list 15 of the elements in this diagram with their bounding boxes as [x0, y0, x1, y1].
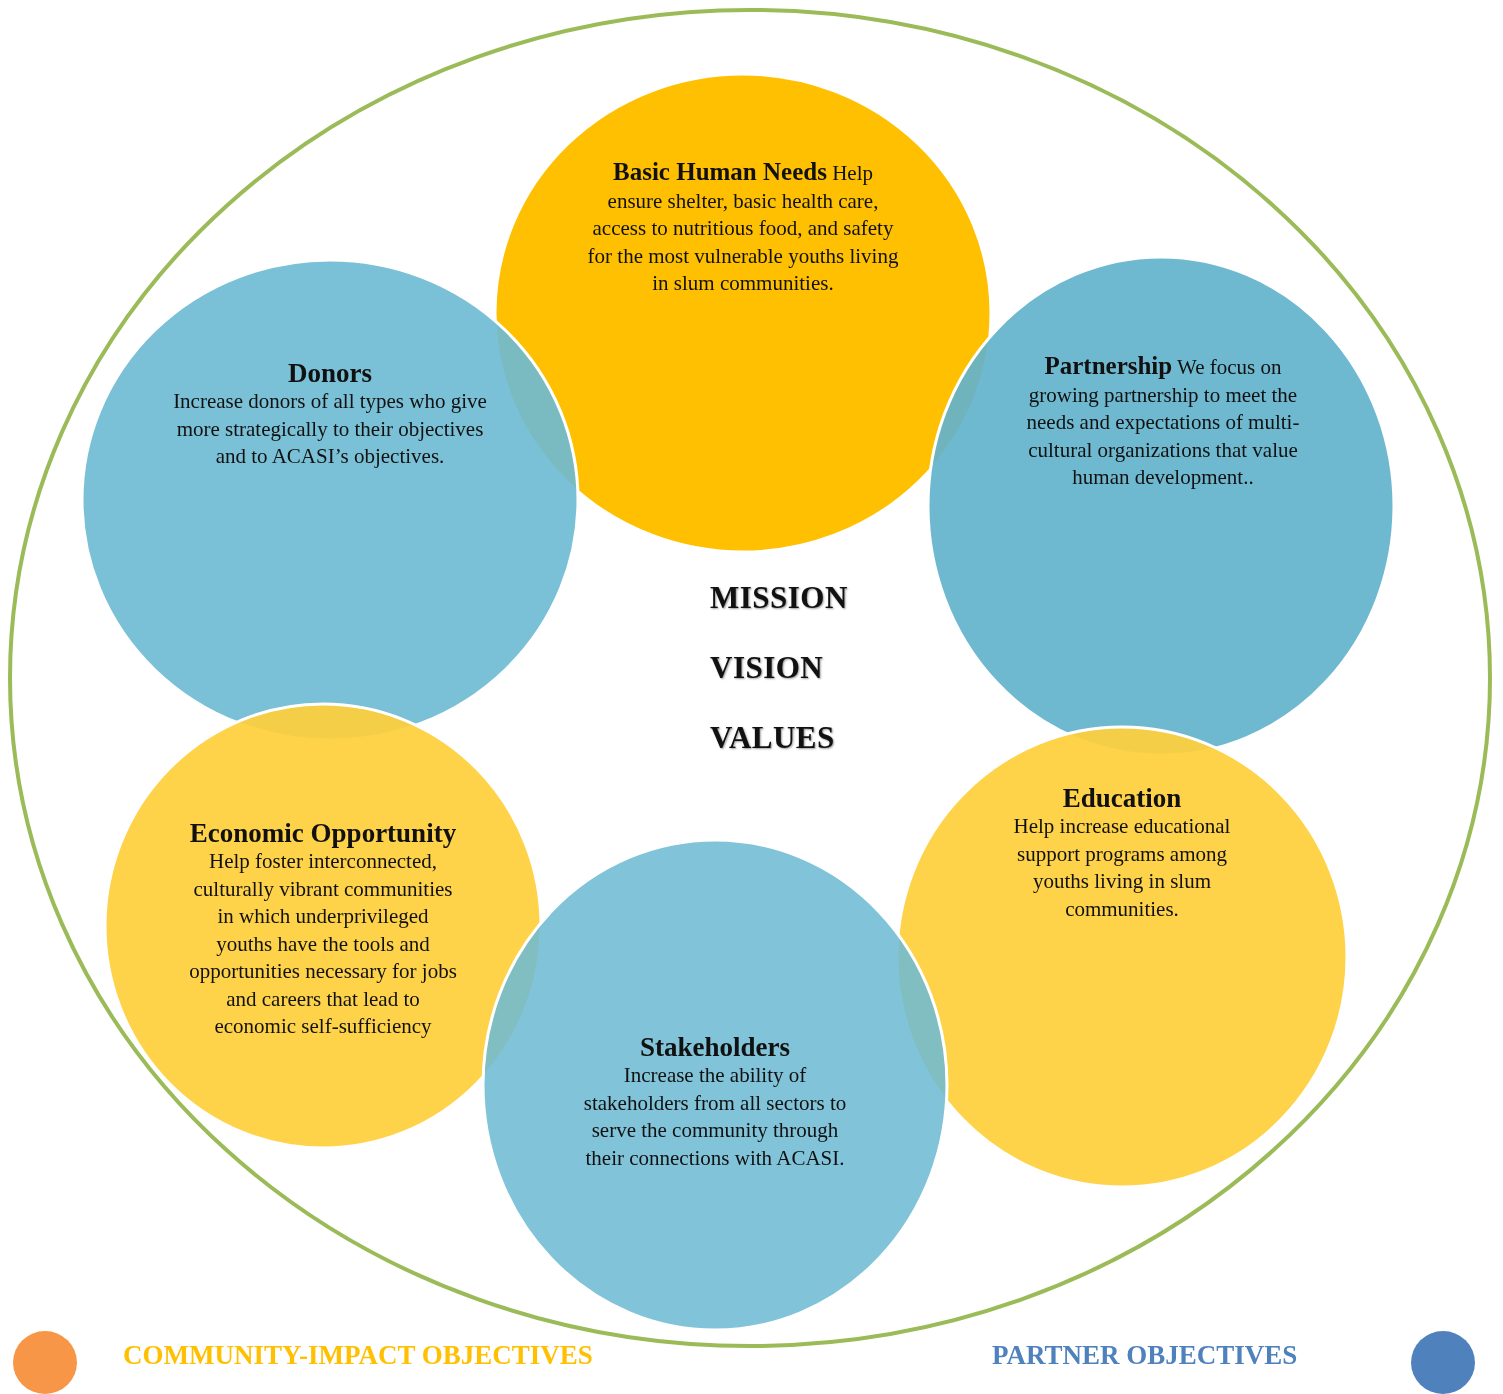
circle-description: Increase the ability of stakeholders from all sectors to serve the community through their connections with ACASI.	[582, 1062, 848, 1172]
circle-heading: Stakeholders	[639, 1032, 791, 1062]
circle-description: Basic Human Needs Help ensure shelter, basic health care, access to nutritious food, and safety for the most vulnerable youths living in slum communities.	[586, 158, 900, 297]
circle-description: Help increase educational support programs among youths living in slum communities.	[1012, 813, 1232, 923]
circle-description: Help foster interconnected, culturally vibrant communities in which underprivileged youths have the tools and opportunities necessary for jobs and careers that lead to economic self-sufficiency	[188, 848, 458, 1040]
legend-label: PARTNER OBJECTIVES	[992, 1340, 1298, 1371]
legend-label: COMMUNITY-IMPACT OBJECTIVES	[123, 1340, 593, 1371]
circle-description: Increase donors of all types who give more strategically to their objectives and to ACASI’s objectives.	[172, 388, 488, 470]
center-heading: VALUES	[710, 720, 835, 756]
circle-description: Partnership We focus on growing partnership to meet the needs and expectations of multi- cultural organizations that value human development..	[1025, 352, 1301, 491]
circle-heading: Education	[1061, 783, 1183, 813]
circle-heading: Economic Opportunity	[188, 818, 458, 848]
center-heading: MISSION	[710, 580, 848, 616]
center-heading: VISION	[710, 650, 824, 686]
circle-heading: Donors	[287, 358, 373, 388]
